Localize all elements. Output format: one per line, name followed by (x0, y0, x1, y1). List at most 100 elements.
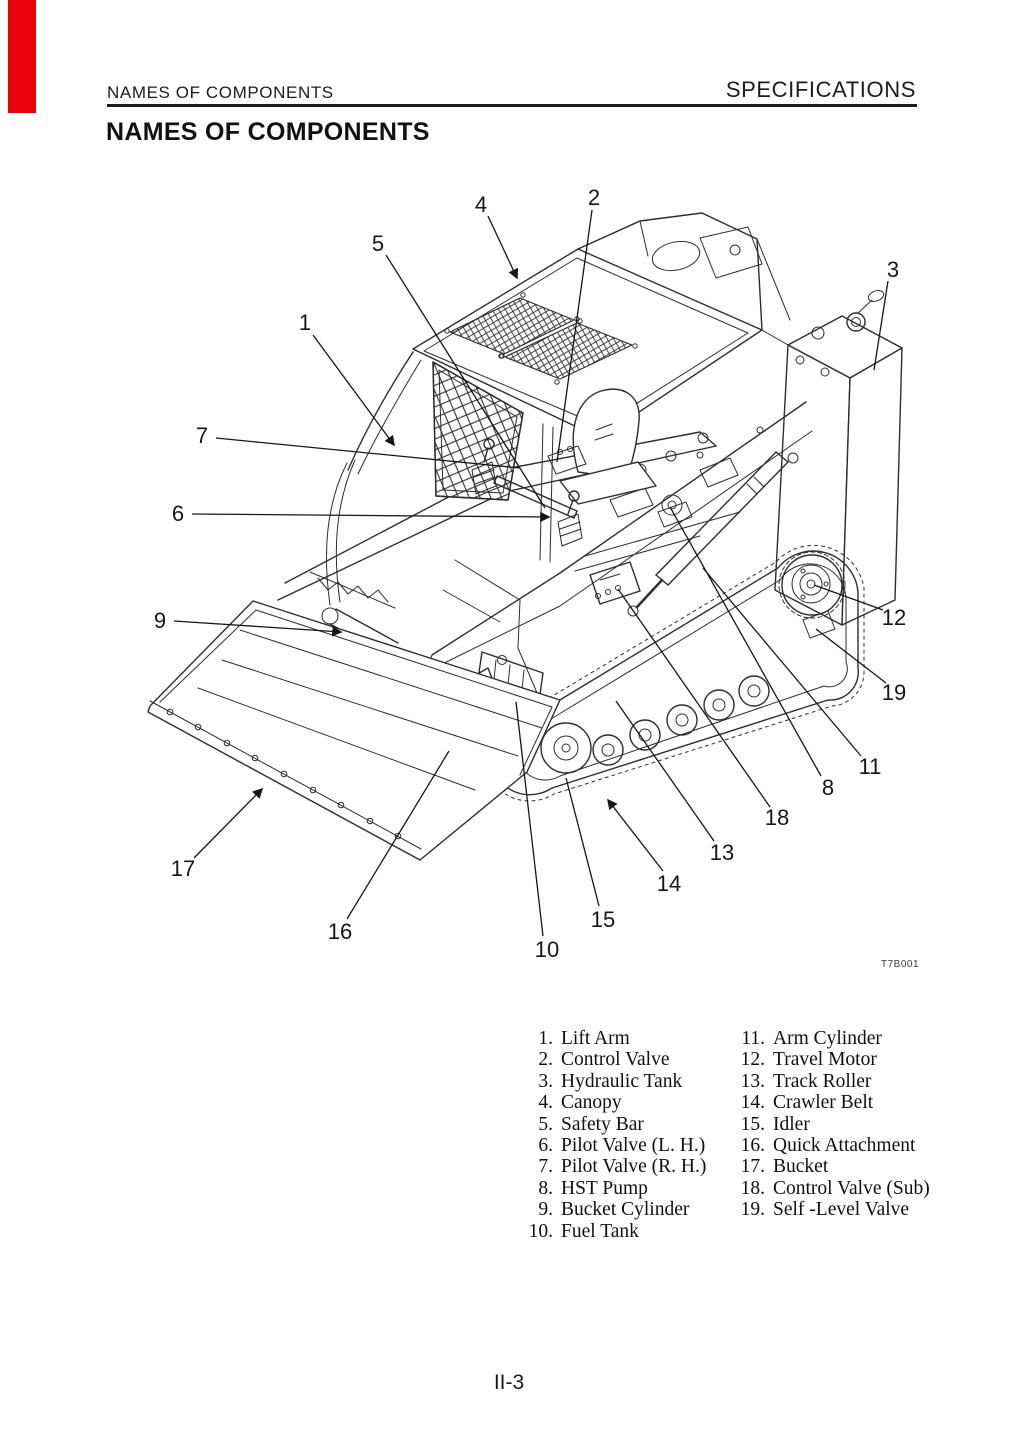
callout-number: 4 (475, 192, 487, 217)
callout-number: 1 (299, 310, 311, 335)
legend-item-number: 18. (740, 1177, 765, 1199)
legend-item: 10. Fuel Tank (521, 1221, 746, 1242)
callout-number: 19 (882, 680, 906, 705)
rear-frame (539, 212, 791, 563)
callout-leader-line (617, 588, 771, 808)
legend-item-number: 5. (538, 1113, 553, 1135)
callout-leader-line (873, 280, 889, 371)
legend-item: 1. Lift Arm (521, 1028, 746, 1049)
callout-number: 10 (535, 937, 559, 962)
legend-item: 6. Pilot Valve (L. H.) (521, 1135, 746, 1156)
legend-item: 8. HST Pump (521, 1178, 746, 1199)
legend-item: 12.Travel Motor (727, 1049, 977, 1070)
hst-pump-drawing (657, 494, 693, 528)
legend-item-number: 4. (538, 1092, 553, 1114)
legend-item-label: Hydraulic Tank (561, 1070, 683, 1092)
legend-item-number: 3. (538, 1070, 553, 1092)
callout-number: 5 (372, 231, 384, 256)
legend-item: 4. Canopy (521, 1092, 746, 1113)
callout-leader-line (312, 334, 395, 447)
legend-item: 13. Track Roller (727, 1071, 977, 1092)
legend-item: 11.Arm Cylinder (727, 1028, 977, 1049)
callout-leader-line (615, 700, 715, 842)
legend-item-label: Canopy (561, 1092, 622, 1114)
figure-code: T7B001 (881, 959, 920, 970)
header-rule (107, 104, 917, 107)
legend-item-label: Control Valve (Sub) (773, 1177, 930, 1199)
callout-leader-line (346, 750, 450, 920)
legend-item-label: Lift Arm (561, 1028, 630, 1049)
callout-number: 12 (882, 605, 906, 630)
callout-number: 2 (588, 185, 600, 210)
callout-number: 13 (710, 840, 734, 865)
legend-item-label: Quick Attachment (773, 1135, 916, 1157)
callout-number: 7 (196, 423, 208, 448)
callout-leader-line (173, 620, 343, 637)
legend-item: 7. Pilot Valve (R. H.) (521, 1156, 746, 1177)
legend-item-number: 13. (740, 1070, 765, 1092)
legend-column-left: 1. Lift Arm 2. Control Valve 3. Hydraulic Tan… (521, 1028, 746, 1242)
legend-item-label: Arm Cylinder (773, 1028, 882, 1049)
legend-item: 15.Idler (727, 1114, 977, 1135)
legend-item-number: 19. (740, 1199, 765, 1221)
legend-item-number: 8. (538, 1177, 553, 1199)
engine-bay-details (574, 426, 764, 572)
legend-item-label: Control Valve (561, 1049, 670, 1071)
legend-item-label: Pilot Valve (R. H.) (561, 1156, 707, 1178)
legend-item-number: 10. (528, 1220, 553, 1242)
legend-item-label: Pilot Valve (L. H.) (561, 1135, 706, 1157)
callout-number: 8 (822, 775, 834, 800)
legend-item: 14. Crawler Belt (727, 1092, 977, 1113)
travel-motor-drawing (778, 551, 846, 639)
control-valves-drawing (547, 445, 641, 605)
callout-leader-line (669, 506, 822, 777)
callout-leader-line (565, 777, 600, 907)
running-header-right: SPECIFICATIONS (725, 77, 916, 102)
callout-leader-line (191, 511, 551, 523)
seat-drawing (559, 388, 657, 505)
legend-item: 18. Control Valve (Sub) (727, 1178, 977, 1199)
legend-item-number: 7. (538, 1156, 553, 1178)
canopy-roof (412, 248, 763, 439)
legend-item-label: Fuel Tank (561, 1220, 639, 1242)
callout-leader-line (556, 209, 593, 463)
legend-item: 17. Bucket (727, 1156, 977, 1177)
running-header-left: NAMES OF COMPONENTS (107, 83, 334, 102)
legend-item-label: Track Roller (773, 1070, 872, 1092)
component-legend: 1. Lift Arm 2. Control Valve 3. Hydraulic Tan… (0, 1028, 1024, 1258)
legend-item-number: 2. (538, 1049, 553, 1071)
legend-item-label: Bucket (773, 1156, 829, 1178)
legend-item-number: 12. (740, 1049, 765, 1071)
callout-leader-line (515, 701, 544, 937)
legend-item: 16.Quick Attachment (727, 1135, 977, 1156)
legend-item: 5.Safety Bar (521, 1114, 746, 1135)
legend-item-label: Self -Level Valve (773, 1199, 910, 1221)
callout-number: 15 (591, 907, 615, 932)
track-rollers (592, 675, 770, 766)
legend-item-number: 1. (538, 1028, 553, 1049)
callout-leader-line (702, 567, 862, 757)
legend-item-number: 17. (740, 1156, 765, 1178)
legend-item-label: Bucket Cylinder (561, 1199, 690, 1221)
legend-item-number: 14. (740, 1092, 765, 1114)
legend-item-label: Idler (773, 1113, 810, 1135)
callout-number: 3 (887, 257, 899, 282)
legend-item-number: 6. (538, 1135, 553, 1157)
legend-item: 9.Bucket Cylinder (521, 1199, 746, 1220)
callout-number: 6 (172, 501, 184, 526)
callout-leader-line (215, 437, 521, 469)
callout-number: 18 (765, 805, 789, 830)
legend-item-label: HST Pump (561, 1177, 648, 1199)
loader-illustration (147, 212, 903, 861)
bucket-drawing (147, 600, 561, 861)
callout-number: 11 (859, 754, 882, 779)
legend-item-label: Crawler Belt (773, 1092, 874, 1114)
legend-item: 19. Self -Level Valve (727, 1199, 977, 1220)
callout-number: 16 (328, 919, 352, 944)
roof-vents (444, 292, 638, 385)
callout-leader-line (385, 254, 546, 509)
